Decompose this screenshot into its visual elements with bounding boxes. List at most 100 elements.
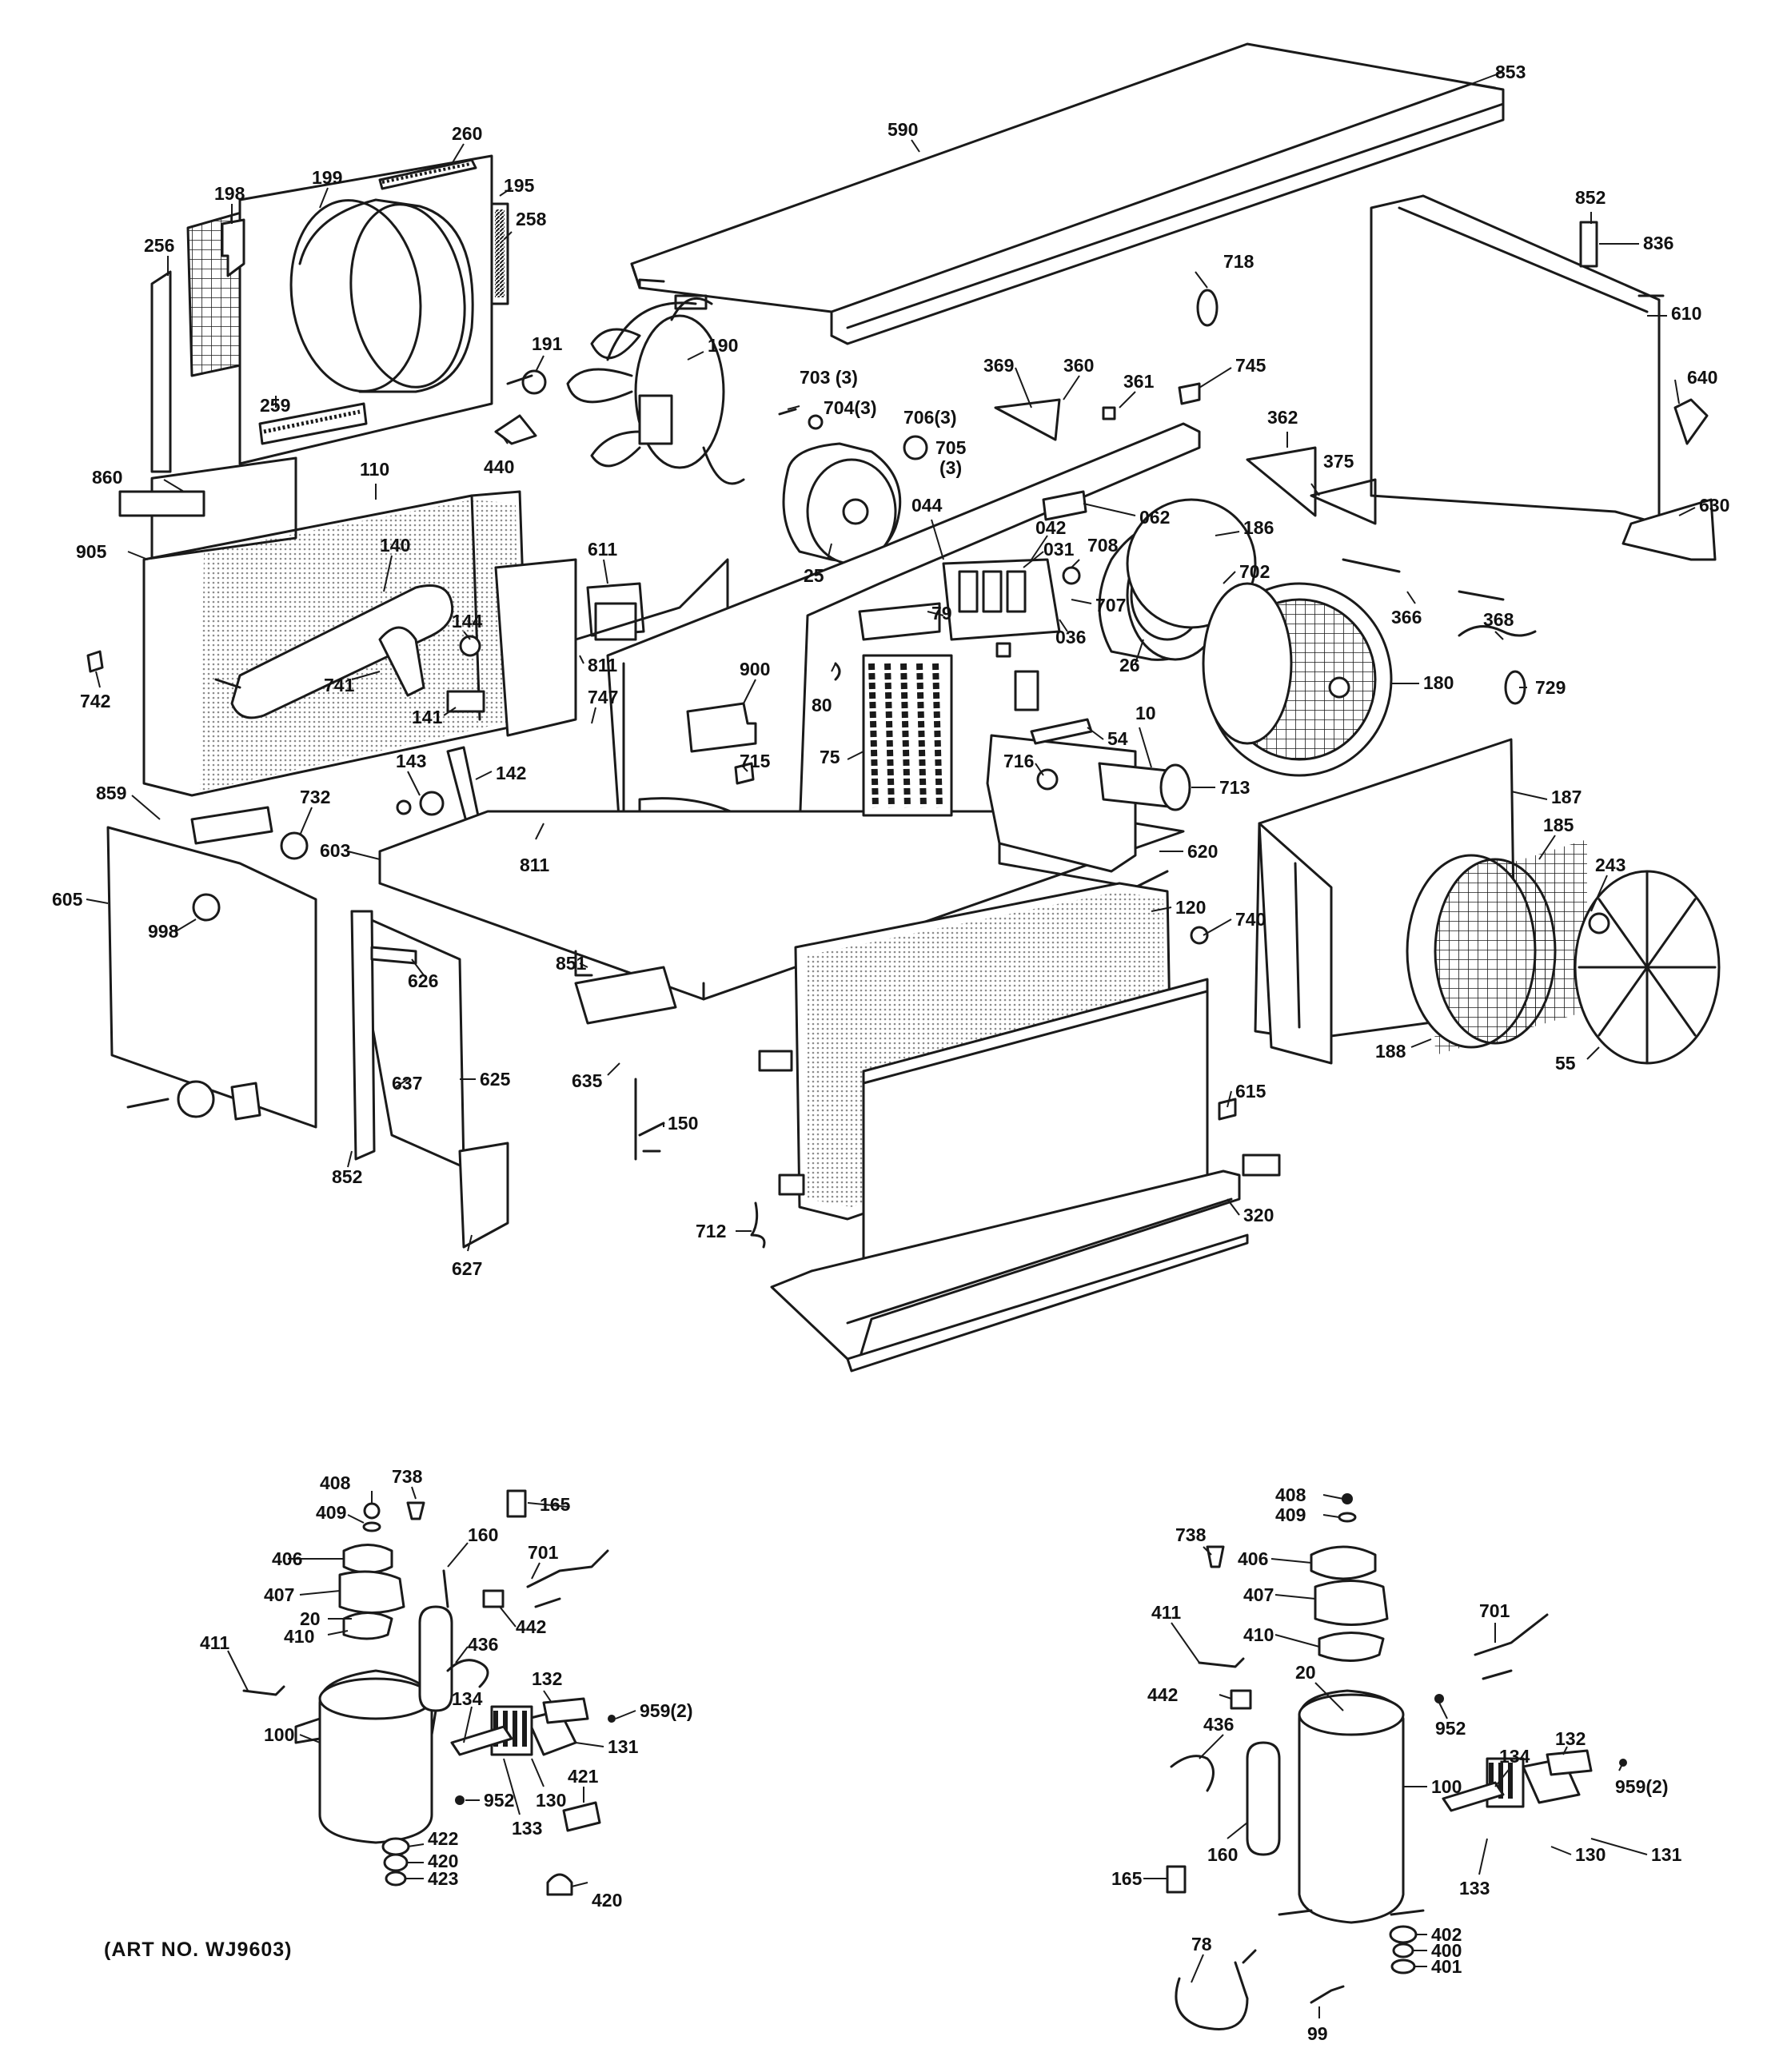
callout-952-left: 952 [484,1790,514,1811]
callout-369: 369 [983,355,1014,376]
callout-635: 635 [572,1070,603,1091]
terminal-062 [1042,490,1087,521]
callout-25: 25 [804,565,824,586]
callout-191: 191 [532,333,563,354]
callout-100-left: 100 [264,1724,294,1745]
callout-707: 707 [1095,595,1126,616]
callout-110: 110 [360,459,389,480]
pad-859 [190,806,273,845]
callout-54: 54 [1107,728,1128,749]
callout-100-right: 100 [1431,1776,1462,1797]
callout-130-right: 130 [1575,1844,1606,1865]
callout-626: 626 [408,970,438,991]
callout-859: 859 [96,783,126,803]
drain-pan-320 [770,1169,1249,1373]
condenser-fan-55 [1574,870,1721,1065]
top-cover-590 [630,42,1497,337]
callout-131-right: 131 [1651,1844,1682,1865]
callout-320: 320 [1243,1205,1274,1225]
grommet-423-left [385,1871,407,1887]
bracket-375 [1310,478,1377,525]
switch-708 [1062,566,1081,585]
accumulator-140 [214,584,454,719]
selector-switch-036 [942,558,1061,641]
callout-410-right: 410 [1243,1624,1274,1645]
callout-860: 860 [92,467,122,488]
callout-851: 851 [556,953,587,974]
callout-745: 745 [1235,355,1266,376]
control-panel-605 [106,826,317,1129]
mount-420-b [546,1873,573,1896]
callout-959-left: 959(2) [640,1700,692,1721]
callout-610: 610 [1671,303,1701,324]
strip-260 [378,158,477,190]
callout-408-right: 408 [1275,1484,1306,1505]
callout-140: 140 [380,535,410,556]
callout-360: 360 [1063,355,1094,376]
callout-362: 362 [1267,407,1298,428]
fan-motor-25 [782,442,902,565]
callout-620: 620 [1187,841,1218,862]
callout-120: 120 [1175,897,1206,918]
callout-198: 198 [214,183,245,204]
callout-406-right: 406 [1238,1548,1268,1569]
callout-590: 590 [888,119,918,140]
bracket-411-right [1198,1657,1245,1668]
bracket-132-left [542,1697,589,1724]
callout-134-right: 134 [1499,1746,1530,1767]
clip-742 [86,650,104,673]
callout-853: 853 [1495,62,1526,82]
callout-165-left: 165 [540,1494,571,1515]
callout-160-left: 160 [468,1524,498,1545]
blower-wheel-180 [1202,582,1393,777]
bracket-440 [494,414,537,445]
callout-401: 401 [1431,1956,1462,1977]
callout-26: 26 [1119,655,1140,675]
fan-blade-190 [566,297,745,485]
pad-860 [118,490,205,517]
callout-998: 998 [148,921,179,942]
callout-368: 368 [1483,609,1514,630]
callout-133-left: 133 [512,1818,542,1839]
pad-615b [1242,1154,1281,1177]
bracket-411-left [242,1685,285,1696]
callout-421: 421 [568,1766,599,1787]
callout-704: 704(3) [824,397,876,418]
nut-144 [459,635,481,657]
relay-54a [1014,670,1039,711]
bracket-627 [458,1142,509,1249]
side-panel-610 [1370,194,1665,525]
bracket-630 [1621,498,1717,561]
callout-375: 375 [1323,451,1354,472]
compressor-right-100 [1278,1689,1425,1924]
callout-143: 143 [396,751,426,771]
callout-625: 625 [480,1069,511,1090]
thermostat-bulb-150 [634,1078,665,1161]
leader-lines [86,71,1696,2018]
bracket-421 [562,1801,601,1832]
callout-180: 180 [1423,672,1454,693]
clip-715 [734,762,755,785]
callout-705: 705 [935,437,967,458]
accumulator-left-160 [418,1569,453,1736]
callout-615: 615 [1235,1081,1266,1102]
callout-132-right: 132 [1555,1728,1586,1749]
callout-640: 640 [1687,367,1717,388]
grommet-422-left [381,1837,410,1856]
callout-705-qty: (3) [939,457,962,478]
callout-134-left: 134 [452,1688,483,1709]
nut-740 [1190,926,1209,945]
callout-811-top: 811 [588,655,617,675]
gasket-410-left [342,1612,393,1640]
callout-407-left: 407 [264,1584,294,1605]
callout-952-right: 952 [1435,1718,1466,1739]
callout-062: 062 [1139,507,1170,528]
callout-188: 188 [1375,1041,1406,1062]
callout-630: 630 [1699,495,1729,516]
callout-042: 042 [1035,517,1066,538]
callout-852-top: 852 [1575,187,1606,208]
bushing-191 [521,369,547,395]
callout-186: 186 [1243,517,1274,538]
callout-75: 75 [820,747,840,767]
